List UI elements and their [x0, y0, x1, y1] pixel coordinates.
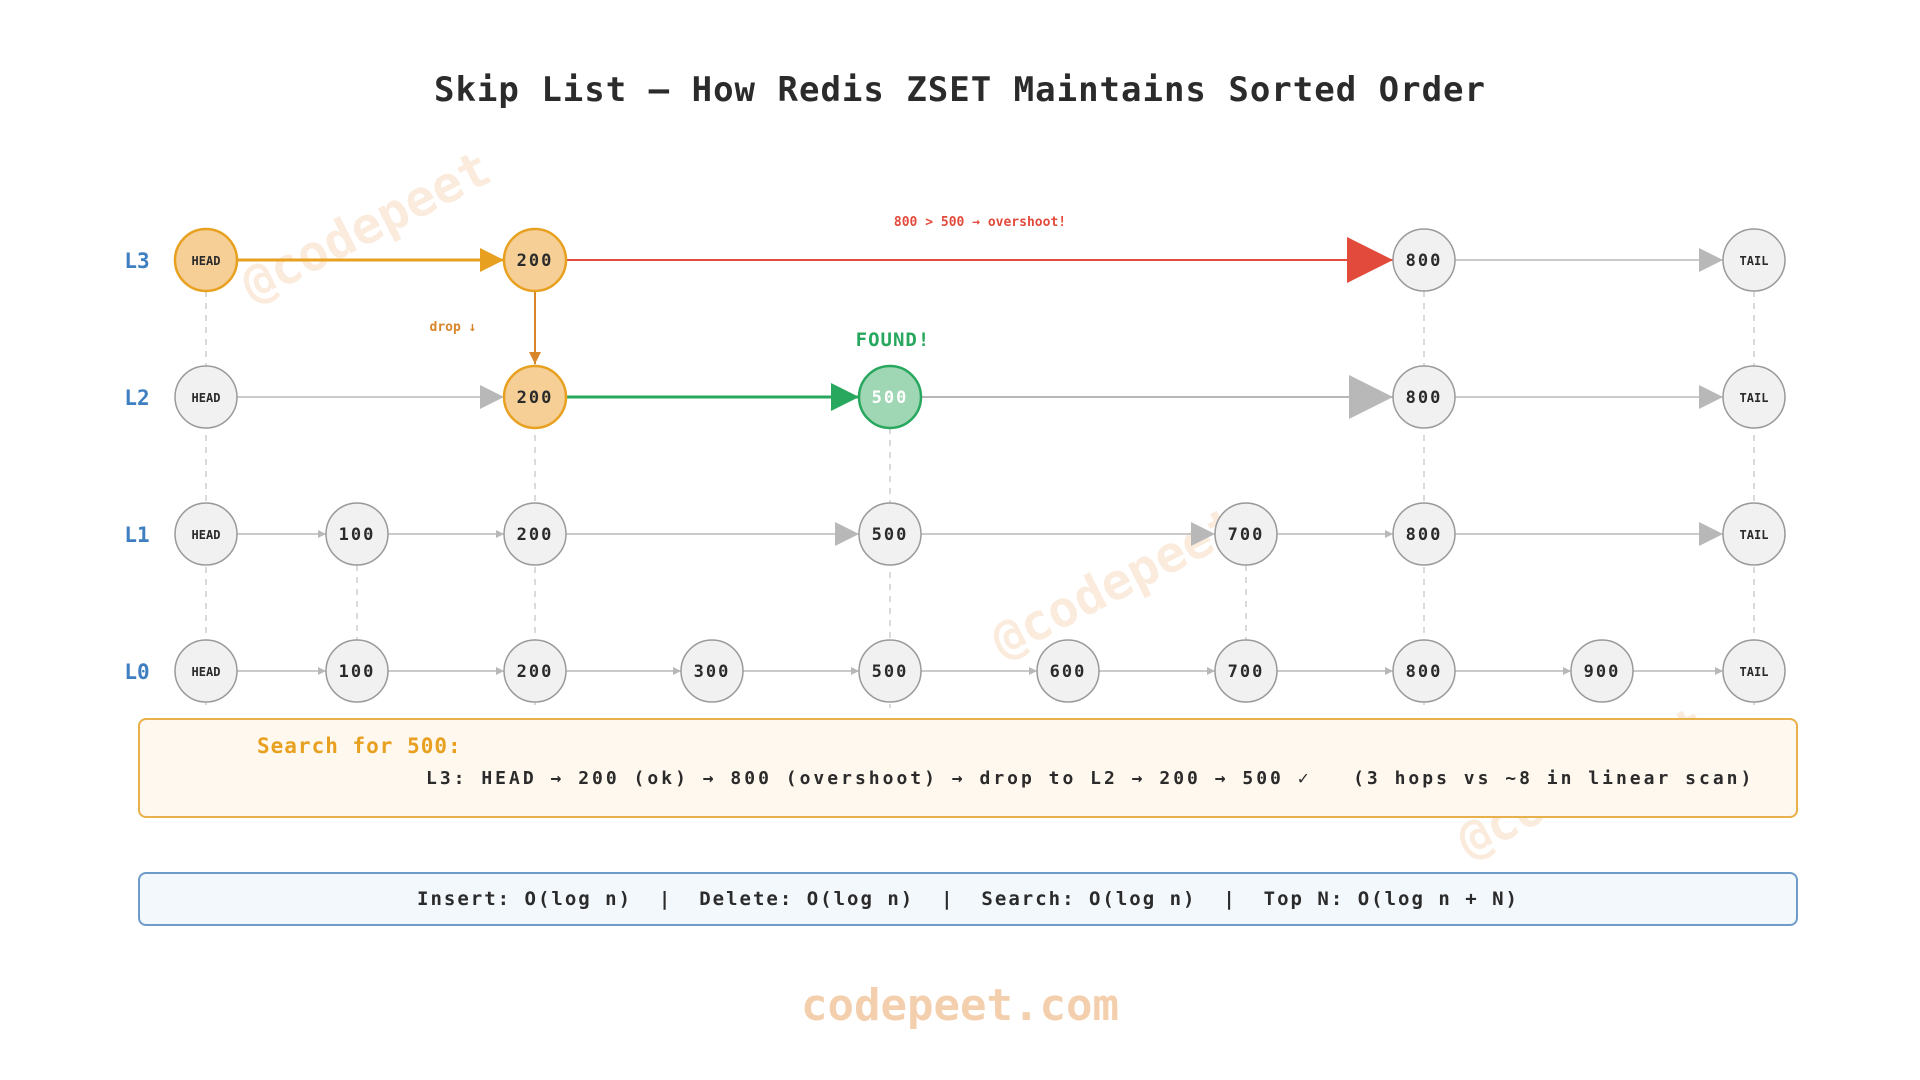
node-l2-tail: TAIL [1722, 365, 1786, 429]
node-l0-100: 100 [325, 639, 389, 703]
node-l2-200: 200 [502, 364, 568, 430]
node-label: 900 [1584, 662, 1621, 682]
node-label: 600 [1050, 662, 1087, 682]
node-circle [857, 364, 923, 430]
node-label: 100 [339, 525, 376, 545]
node-l0-800: 800 [1392, 639, 1456, 703]
node-label: 200 [517, 251, 554, 271]
node-label: 300 [694, 662, 731, 682]
node-label: 800 [1406, 388, 1443, 408]
node-circle [1392, 365, 1456, 429]
node-circle [502, 364, 568, 430]
node-circle [502, 227, 568, 293]
node-circle [858, 639, 922, 703]
node-label: TAIL [1740, 254, 1769, 268]
node-label: 200 [517, 388, 554, 408]
node-l2-500: 500 [857, 364, 923, 430]
search-path-text: L3: HEAD → 200 (ok) → 800 (overshoot) → … [426, 768, 1755, 789]
search-title: Search for 500: [257, 734, 462, 758]
node-label: 500 [872, 662, 909, 682]
node-circle [173, 227, 239, 293]
node-l0-600: 600 [1036, 639, 1100, 703]
level-label-l3: L3 [124, 249, 149, 273]
node-circle [174, 639, 238, 703]
node-label: 800 [1406, 525, 1443, 545]
node-circle [1214, 502, 1278, 566]
node-l3-200: 200 [502, 227, 568, 293]
node-l0-900: 900 [1570, 639, 1634, 703]
node-circle [1392, 639, 1456, 703]
search-explanation-box: Search for 500: L3: HEAD → 200 (ok) → 80… [138, 718, 1798, 818]
node-l1-200: 200 [503, 502, 567, 566]
node-l3-800: 800 [1392, 228, 1456, 292]
node-l0-tail: TAIL [1722, 639, 1786, 703]
node-label: TAIL [1740, 665, 1769, 679]
node-l2-800: 800 [1392, 365, 1456, 429]
node-label: TAIL [1740, 391, 1769, 405]
node-label: HEAD [192, 528, 221, 542]
overshoot-annotation: 800 > 500 → overshoot! [894, 215, 1066, 230]
node-circle [503, 639, 567, 703]
node-circle [1036, 639, 1100, 703]
node-l0-700: 700 [1214, 639, 1278, 703]
node-l1-700: 700 [1214, 502, 1278, 566]
node-circle [1392, 228, 1456, 292]
node-label: 100 [339, 662, 376, 682]
node-circle [680, 639, 744, 703]
node-label: HEAD [192, 254, 221, 268]
node-circle [174, 502, 238, 566]
complexity-text: Insert: O(log n) | Delete: O(log n) | Se… [417, 888, 1519, 910]
node-circle [1722, 365, 1786, 429]
node-circle [1722, 502, 1786, 566]
node-l1-tail: TAIL [1722, 502, 1786, 566]
node-label: 700 [1228, 662, 1265, 682]
node-circle [1392, 502, 1456, 566]
node-label: 200 [517, 525, 554, 545]
node-l0-500: 500 [858, 639, 922, 703]
node-label: 500 [872, 388, 909, 408]
node-circle [1214, 639, 1278, 703]
node-label: 800 [1406, 662, 1443, 682]
node-l1-500: 500 [858, 502, 922, 566]
node-l2-head: HEAD [174, 365, 238, 429]
node-label: 800 [1406, 251, 1443, 271]
level-label-l2: L2 [124, 386, 149, 410]
node-l0-head: HEAD [174, 639, 238, 703]
node-circle [1570, 639, 1634, 703]
node-l1-100: 100 [325, 502, 389, 566]
found-annotation: FOUND! [856, 329, 931, 351]
level-label-l0: L0 [124, 660, 149, 684]
node-circle [503, 502, 567, 566]
node-circle [325, 502, 389, 566]
node-circle [174, 365, 238, 429]
node-label: 200 [517, 662, 554, 682]
complexity-box: Insert: O(log n) | Delete: O(log n) | Se… [138, 872, 1798, 926]
footer-brand: codepeet.com [801, 980, 1119, 1031]
node-circle [858, 502, 922, 566]
level-label-l1: L1 [124, 523, 149, 547]
node-circle [1722, 639, 1786, 703]
node-label: TAIL [1740, 528, 1769, 542]
node-l3-head: HEAD [173, 227, 239, 293]
node-l0-300: 300 [680, 639, 744, 703]
node-label: 500 [872, 525, 909, 545]
node-l3-tail: TAIL [1722, 228, 1786, 292]
node-l1-800: 800 [1392, 502, 1456, 566]
node-circle [325, 639, 389, 703]
node-l1-head: HEAD [174, 502, 238, 566]
page-title: Skip List — How Redis ZSET Maintains Sor… [433, 70, 1487, 110]
node-circle [1722, 228, 1786, 292]
node-l0-200: 200 [503, 639, 567, 703]
node-label: HEAD [192, 391, 221, 405]
node-label: HEAD [192, 665, 221, 679]
drop-annotation: drop ↓ [430, 320, 477, 335]
node-label: 700 [1228, 525, 1265, 545]
